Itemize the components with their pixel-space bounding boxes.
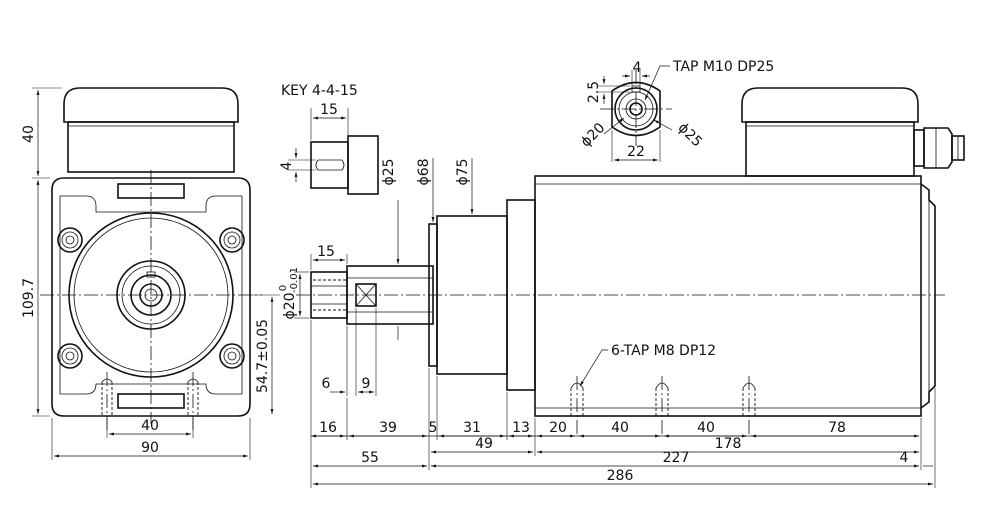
bolt-hole <box>219 227 245 253</box>
dimension-row-2: 49 178 <box>431 436 919 454</box>
dia-outer: ϕ25 <box>675 120 705 150</box>
dim-6: 6 <box>322 376 331 392</box>
dim-286: 286 <box>607 468 634 484</box>
key-detail: KEY 4-4-15 15 4 <box>279 83 379 195</box>
side-view: 6-TAP M8 DP12 ϕ25 ϕ68 ϕ75 ϕ20 0 -0.01 15… <box>278 87 965 488</box>
bolt-hole <box>219 343 245 369</box>
bolt-hole <box>57 227 83 253</box>
dim-4: 4 <box>900 450 909 466</box>
dimension-row-3: 55 227 4 <box>313 450 933 468</box>
dim-31: 31 <box>463 420 481 436</box>
dim-13: 13 <box>512 420 530 436</box>
front-view: 40 109.7 40 90 54.7±0.05 <box>21 87 280 460</box>
keyway-width: 4 <box>633 60 642 76</box>
dim-40a: 40 <box>611 420 629 436</box>
tap-top-label: TAP M10 DP25 <box>672 59 774 75</box>
dim-width: 90 <box>141 440 159 456</box>
key-width: 4 <box>279 161 295 170</box>
flats-width: 22 <box>627 144 645 160</box>
dimension-row-1: 16 39 5 31 13 20 40 40 78 <box>311 420 919 438</box>
key-label: KEY 4-4-15 <box>281 83 358 99</box>
dimension-row-4: 286 <box>313 468 933 486</box>
dim-40b: 40 <box>697 420 715 436</box>
dim-5: 5 <box>429 420 438 436</box>
tol-upper: 0 <box>278 285 289 291</box>
dim-height-top: 40 <box>21 125 37 143</box>
dim-78: 78 <box>828 420 846 436</box>
dia-25: ϕ25 <box>381 158 397 185</box>
dia-shaft: ϕ20 <box>282 292 298 319</box>
dim-9: 9 <box>362 376 371 392</box>
tap-side-label: 6-TAP M8 DP12 <box>611 343 716 359</box>
dim-16: 16 <box>319 420 337 436</box>
keyway-depth: 2.5 <box>586 81 602 103</box>
dim-49: 49 <box>475 436 493 452</box>
dim-39: 39 <box>379 420 397 436</box>
dia-75: ϕ75 <box>455 158 471 185</box>
dia-inner: ϕ20 <box>578 120 608 150</box>
bolt-hole <box>57 343 83 369</box>
dim-center-height: 54.7±0.05 <box>255 319 271 393</box>
dim-bolt-spacing: 40 <box>141 418 159 434</box>
dim-178: 178 <box>715 436 742 452</box>
tol-lower: -0.01 <box>289 267 300 293</box>
dim-height-body: 109.7 <box>21 278 37 318</box>
dim-227: 227 <box>663 450 690 466</box>
shaft-end-detail: 4 2.5 ϕ20 ϕ25 22 TAP M10 DP25 <box>578 59 774 162</box>
dim-20: 20 <box>549 420 567 436</box>
dia-68: ϕ68 <box>416 158 432 185</box>
key-length: 15 <box>320 102 338 118</box>
dim-55: 55 <box>361 450 379 466</box>
key-length-side: 15 <box>317 244 335 260</box>
